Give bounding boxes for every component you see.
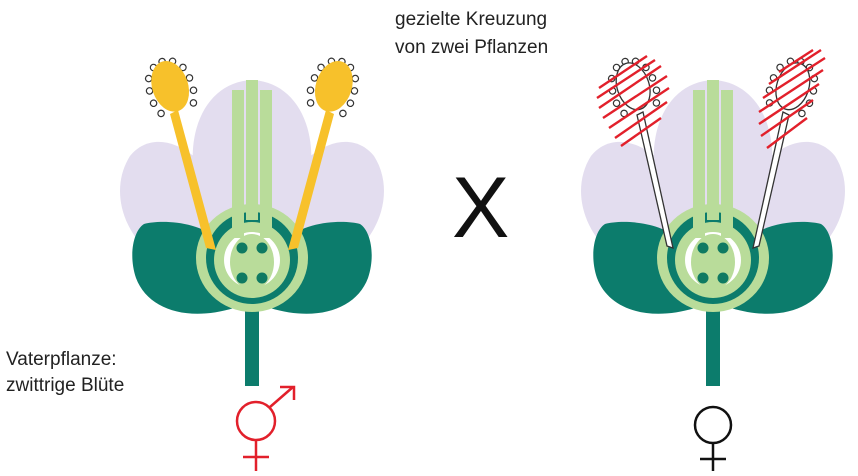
cross-title-line-2: von zwei Pflanzen	[395, 36, 548, 60]
anther-right	[303, 51, 366, 119]
anther-left	[138, 51, 201, 119]
father-flower	[120, 51, 384, 386]
cross-symbol: X	[452, 165, 509, 251]
father-label-line-2: zwittrige Blüte	[6, 374, 124, 398]
removed-anther-right	[762, 51, 825, 119]
cross-title-line-1: gezielte Kreuzung	[395, 8, 547, 32]
mother-flower	[581, 50, 845, 386]
hermaphrodite-symbol-icon	[237, 387, 294, 471]
female-symbol-icon	[695, 407, 731, 471]
father-label-line-1: Vaterpflanze:	[6, 348, 117, 372]
